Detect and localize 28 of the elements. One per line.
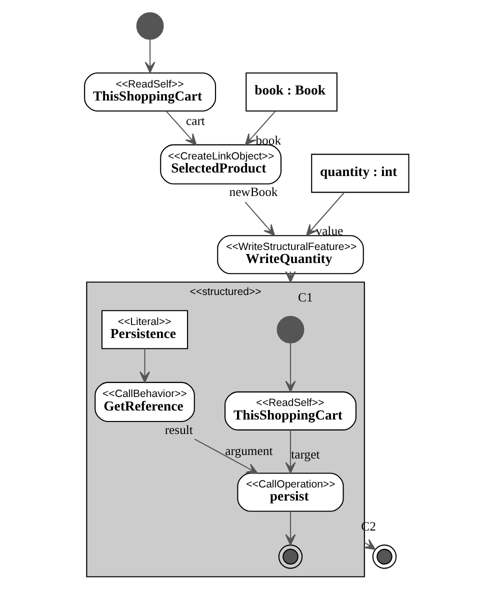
arrow: [362, 539, 376, 550]
node-box: <<Literal>> Persistence: [100, 310, 188, 350]
node-circle: [372, 544, 396, 569]
arrow: [244, 110, 276, 146]
node-box: book : Book: [245, 72, 337, 112]
edge-label: argument: [224, 444, 272, 458]
arrow: [244, 202, 275, 236]
edge-label: C1: [298, 290, 312, 304]
arrow: [194, 438, 258, 474]
node-circle: [276, 316, 304, 344]
node-box: <<ReadSelf>> ThisShoppingCart: [224, 391, 356, 430]
node-label: newBook: [228, 185, 278, 200]
arrow: [138, 348, 150, 383]
arrow: [284, 271, 296, 283]
arrow: [165, 110, 196, 146]
arrow: [144, 39, 155, 74]
arrow: [284, 511, 296, 546]
node-box: quantity : int: [310, 154, 409, 193]
node-box: <<CallOperation>> persist: [236, 472, 344, 512]
node-circle: [278, 544, 302, 569]
edge-label: cart: [185, 114, 204, 128]
edge-label: target: [290, 448, 320, 462]
arrow: [305, 192, 344, 236]
node-circle: [136, 12, 164, 40]
arrow: [284, 343, 296, 392]
arrow: [284, 430, 296, 474]
node-label: result: [164, 422, 192, 437]
node-box: <<ReadSelf>> ThisShoppingCart: [84, 72, 216, 112]
